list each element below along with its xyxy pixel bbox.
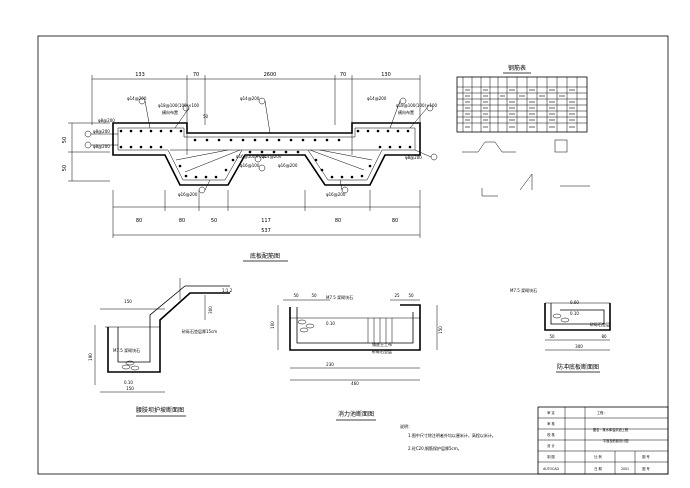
section-main-title: 底板配筋图 <box>250 252 280 260</box>
tb-r3c2: 平面及断面设计图 <box>603 438 629 443</box>
label-7: 横向布置 <box>398 109 414 115</box>
rebar-table-title: 钢筋表 <box>508 64 526 72</box>
tb-r5c2: 比 例 <box>594 454 601 459</box>
tb-r5c3: 图 号 <box>642 454 649 459</box>
basin-d25: 25 <box>394 293 400 298</box>
basin-d150: 150 <box>438 326 443 334</box>
left-dim-1: 50 <box>62 137 68 143</box>
total-dim: 537 <box>261 228 271 234</box>
bottom-dim-6: 80 <box>392 218 398 224</box>
slope-dim-300: 300 <box>208 306 213 314</box>
label-5: φ14@200 <box>367 96 387 101</box>
tb-r1c2: 工程： <box>597 410 607 415</box>
label-12: φ14@200 <box>262 154 282 159</box>
tb-r1c1: 审 定 <box>547 410 555 415</box>
label-8: φ8@200 <box>93 129 110 134</box>
apron-section: M7.5 浆砌块石 0.60 0.10 砂砾石垫层 50 300 80 防冲底板… <box>510 287 611 373</box>
slope-mortar: M7.5 浆砌块石 <box>113 347 140 353</box>
rebar-table: 钢筋表 <box>456 64 590 197</box>
slope-dim-150b: 150 <box>126 386 134 391</box>
label-16: φ16@200 <box>326 192 346 197</box>
basin-d50c: 50 <box>408 293 414 298</box>
basin-section: 50 50 25 50 100 150 230 460 M7.5 浆砌块石 0.… <box>270 293 443 421</box>
apron-mortar: M7.5 浆砌块石 <box>510 287 537 293</box>
rebar-dots <box>119 129 412 179</box>
slope-dim-190: 190 <box>88 353 93 361</box>
apron-d010: 0.10 <box>570 311 579 316</box>
label-2: φ18@100(100)×100 <box>158 103 200 108</box>
tb-r4c1: 设 计 <box>547 443 555 448</box>
slope-gravel: 砂砾石垫层厚15cm <box>182 328 217 334</box>
apron-d060: 0.60 <box>570 300 579 305</box>
bottom-dim-3: 50 <box>211 218 217 224</box>
tb-r3c1: 校 核 <box>547 432 555 437</box>
tb-r6c1: AUTOCAD <box>543 467 559 471</box>
basin-d100: 100 <box>270 321 275 329</box>
tb-date: 2001 <box>621 467 629 471</box>
label-1: φ14@200 <box>127 96 147 101</box>
top-dim-1: 133 <box>135 72 145 78</box>
bottom-dim-1: 80 <box>136 218 142 224</box>
title-block: 审 定 审 核 校 核 设 计 制 图 AUTOCAD 工程： 图名：某水库溢洪… <box>537 406 669 475</box>
note-1: 1.图中尺寸除注明者外均以厘米计，高程以米计。 <box>408 432 496 438</box>
apron-d300: 300 <box>575 344 583 349</box>
basin-d50b: 50 <box>311 293 317 298</box>
basin-mortar: M7.5 浆砌块石 <box>326 294 353 300</box>
slope-section: 150 150 190 300 1:1.2 M7.5 浆砌块石 砂砾石垫层厚15… <box>88 278 233 417</box>
apron-gravel: 砂砾石垫层 <box>590 321 610 327</box>
label-15: 50 <box>203 114 209 119</box>
label-17: φ8@200 <box>98 118 115 123</box>
top-dim-2: 70 <box>193 72 199 78</box>
notes: 说明： 1.图中尺寸除注明者外均以厘米计，高程以米计。 2.砼C20,钢筋保护层… <box>400 423 496 451</box>
basin-d50a: 50 <box>293 293 299 298</box>
left-dim-2: 50 <box>62 165 68 171</box>
label-13: φ16@200 <box>178 192 198 197</box>
top-dim-4: 70 <box>340 72 346 78</box>
basin-d460: 460 <box>351 381 359 386</box>
tb-r6c2: 日 期 <box>594 466 601 471</box>
label-6: φ18@100(100)×100 <box>396 103 438 108</box>
slope-ratio: 1:1.2 <box>222 288 233 293</box>
label-4: φ14@200 <box>240 96 260 101</box>
slope-d010: 0.10 <box>124 380 133 385</box>
outer-frame <box>37 35 669 475</box>
tb-r6c3: 图 号 <box>642 466 649 471</box>
notes-heading: 说明： <box>400 423 412 429</box>
basin-note2: 砂砾石垫层 <box>372 348 392 354</box>
basin-note1: 铺底土工布 <box>372 341 392 347</box>
label-3: 横向布置 <box>162 109 178 115</box>
apron-d50: 50 <box>549 334 555 339</box>
bottom-dim-2: 80 <box>179 218 185 224</box>
main-section: 133 70 2600 70 130 50 50 <box>62 72 438 262</box>
label-11: φ16@100 <box>240 163 260 168</box>
top-dim-5: 130 <box>381 72 391 78</box>
tb-r5c1: 制 图 <box>547 454 554 459</box>
basin-d010: 0.10 <box>326 321 335 326</box>
tb-r2c1: 审 核 <box>547 421 555 426</box>
apron-d80: 80 <box>601 334 607 339</box>
label-14: φ8@200 <box>405 155 422 160</box>
label-10: φ16@100×100 <box>236 154 267 159</box>
basin-title: 消力池断面图 <box>338 410 374 418</box>
bottom-dim-5: 80 <box>335 218 341 224</box>
bottom-dim-4: 117 <box>261 218 271 224</box>
top-dim-3: 2600 <box>264 72 277 78</box>
note-2: 2.砼C20,钢筋保护层厚5cm。 <box>408 445 462 451</box>
tb-r2c2: 图名：某水库溢洪道工程 <box>593 427 629 432</box>
label-9: φ8@200 <box>93 144 110 149</box>
apron-title: 防冲底板断面图 <box>557 363 599 371</box>
basin-d230: 230 <box>326 362 334 367</box>
slope-dim-150a: 150 <box>124 299 132 304</box>
label-18: φ16@200 <box>278 163 298 168</box>
slope-title: 腰肢坝护坡断面图 <box>136 406 184 414</box>
